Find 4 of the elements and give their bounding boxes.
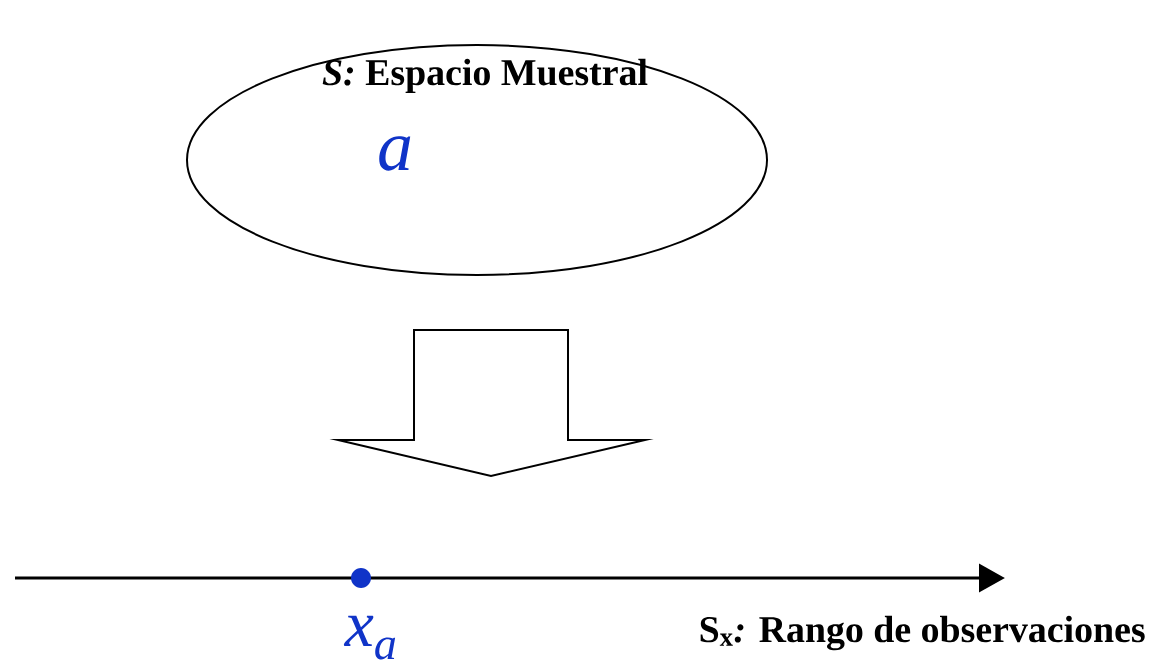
point-label: x$_{a}$ xyxy=(343,615,396,660)
range-label: S$_{x}$: Rango de observaciones xyxy=(700,615,1145,651)
ellipse-title: S: Espacio Muestral xyxy=(322,58,648,94)
element-label: a xyxy=(379,136,411,171)
